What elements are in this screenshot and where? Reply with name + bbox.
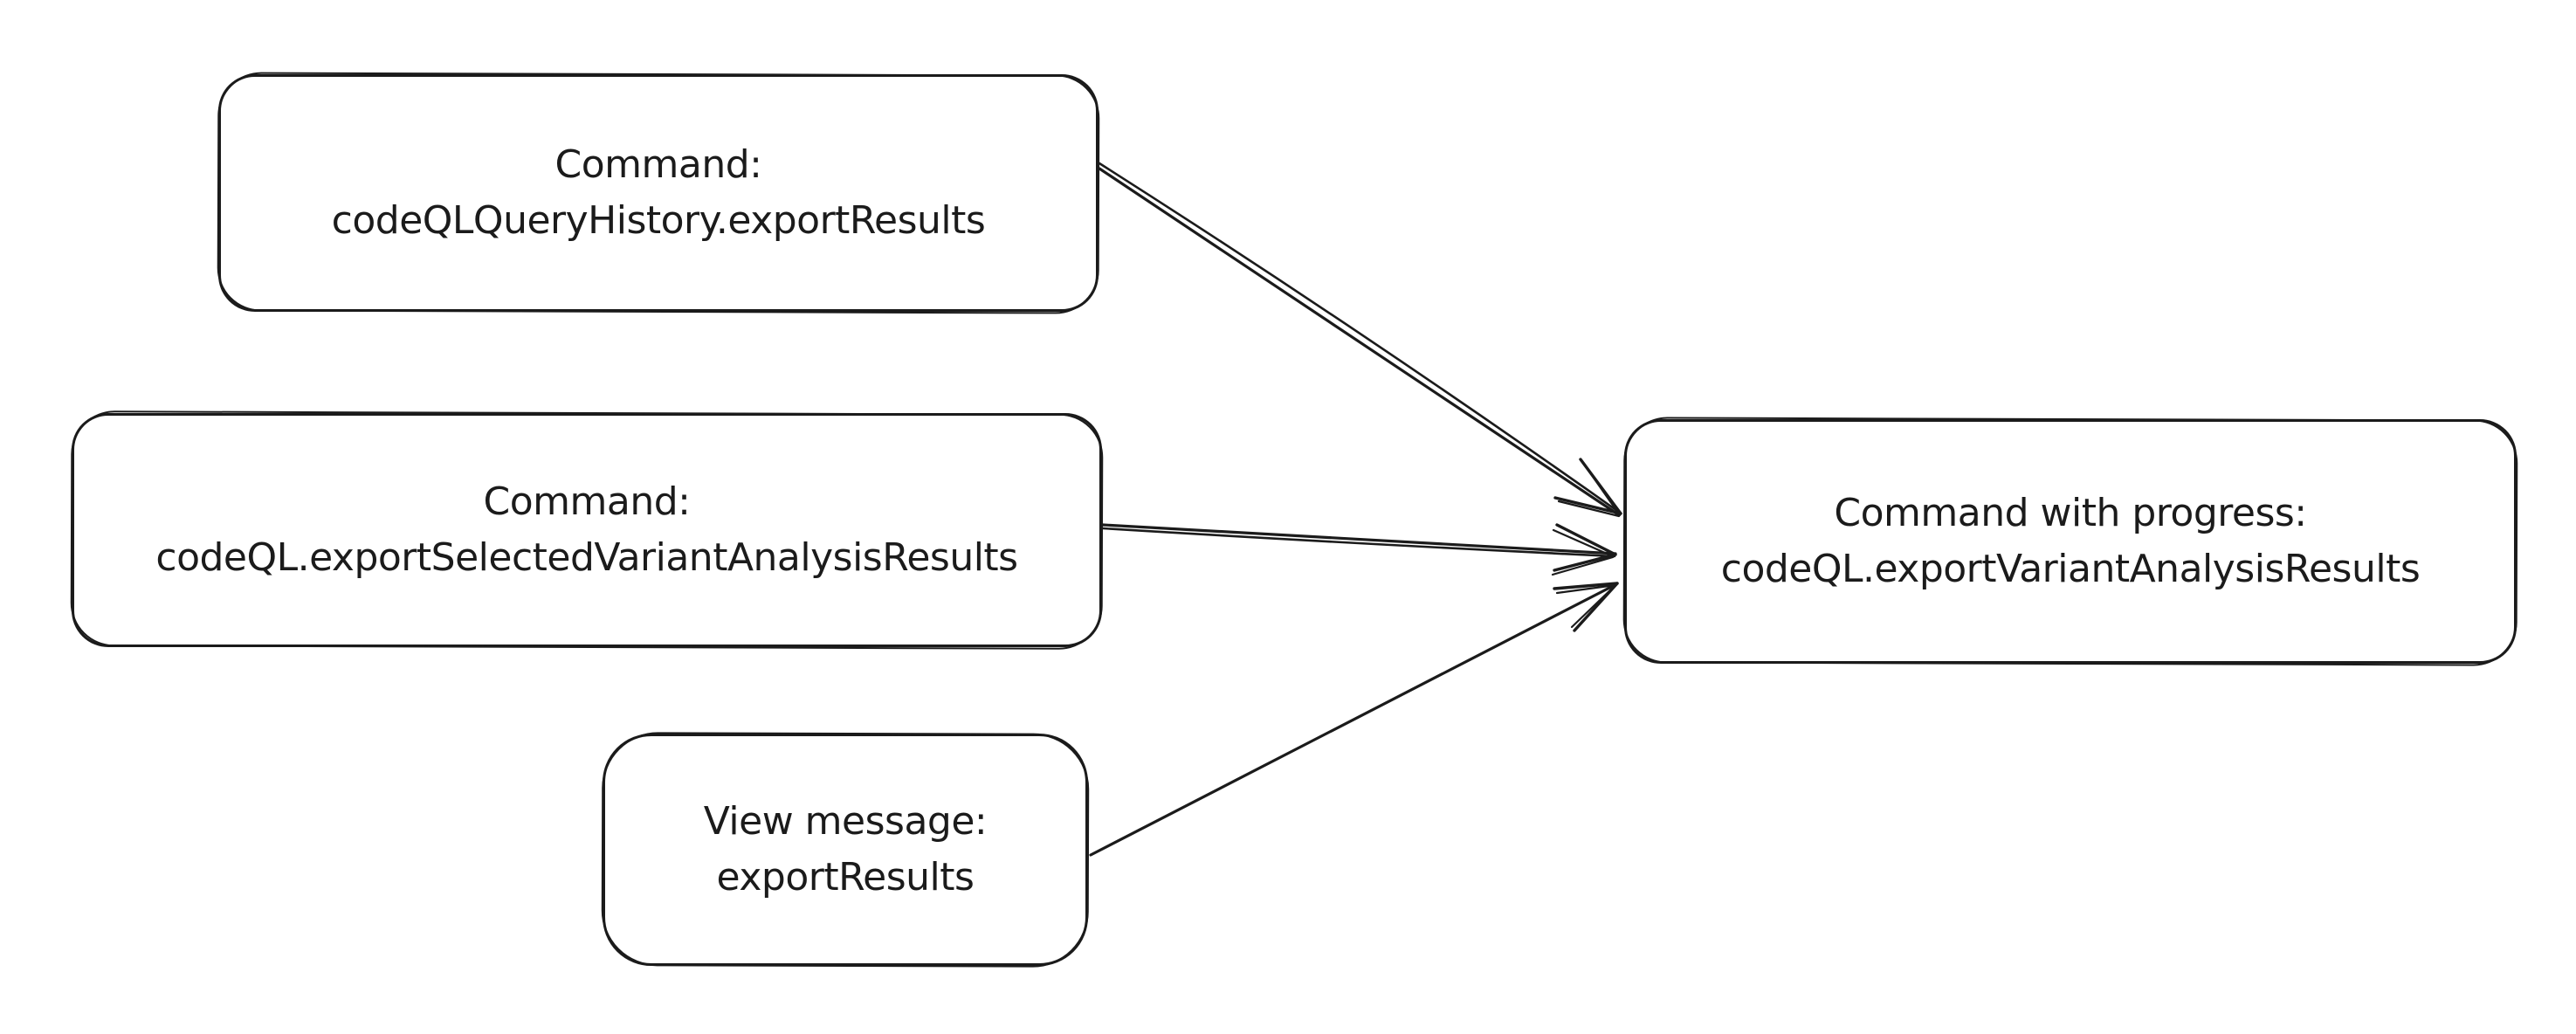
node-label-identifier: codeQL.exportVariantAnalysisResults <box>1720 547 2421 591</box>
arrowhead-barb <box>1555 523 1617 556</box>
arrow-line <box>1098 167 1620 516</box>
arrow-line <box>1089 582 1618 857</box>
node-label-kind: Command with progress: <box>1834 491 2307 535</box>
arrowhead-barb-second-pass <box>1551 555 1615 576</box>
arrow-view-message-to-with-progress <box>1089 582 1619 857</box>
arrowhead-barb <box>1553 582 1619 590</box>
node-label-kind: Command: <box>554 142 762 187</box>
arrow-export-selected-to-with-progress <box>1101 523 1617 576</box>
node-command-codeql-export-selected-variant-analysis-results: Command: codeQL.exportSelectedVariantAna… <box>72 413 1102 647</box>
node-label-kind: View message: <box>703 799 988 844</box>
node-view-message-export-results: View message: exportResults <box>603 734 1088 966</box>
arrowhead-barb-second-pass <box>1552 528 1615 558</box>
arrowhead-barb <box>1553 496 1622 515</box>
node-label-identifier: exportResults <box>716 855 975 900</box>
arrowhead-barb-second-pass <box>1555 583 1617 595</box>
arrowhead-barb-second-pass <box>1581 461 1622 517</box>
arrowhead-barb <box>1579 458 1622 515</box>
node-command-codeql-query-history-export-results: Command: codeQLQueryHistory.exportResult… <box>218 74 1099 312</box>
node-label-identifier: codeQL.exportSelectedVariantAnalysisResu… <box>155 535 1018 580</box>
arrow-line-second-pass <box>1101 527 1616 558</box>
arrow-query-history-to-with-progress <box>1098 162 1622 518</box>
arrowhead-barb-second-pass <box>1557 500 1621 518</box>
arrow-line-second-pass <box>1098 162 1622 514</box>
arrowhead-barb <box>1573 582 1619 632</box>
arrowhead-barb-second-pass <box>1570 583 1617 629</box>
node-label-identifier: codeQLQueryHistory.exportResults <box>331 198 986 243</box>
arrow-line <box>1101 523 1617 555</box>
node-command-with-progress-codeql-export-variant-analysis-results: Command with progress: codeQL.exportVari… <box>1624 419 2517 664</box>
node-label-kind: Command: <box>483 479 691 524</box>
arrowhead-barb <box>1553 553 1617 572</box>
